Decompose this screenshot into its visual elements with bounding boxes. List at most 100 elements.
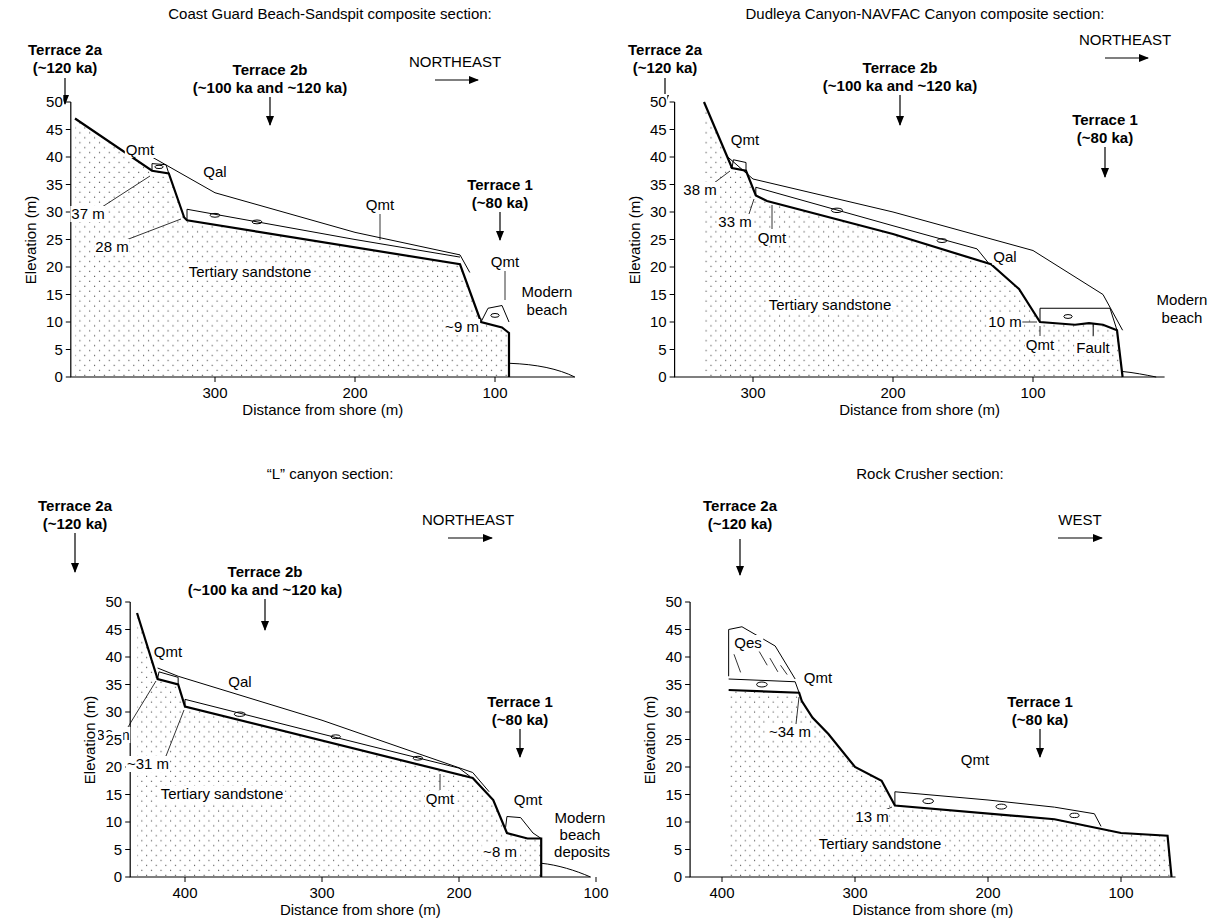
section-label: 5	[657, 342, 667, 358]
section-label: Fault	[1075, 340, 1110, 356]
section-label: 10	[649, 314, 668, 330]
section-label: 40	[649, 149, 668, 165]
section-label: 300	[308, 885, 335, 901]
section-label: “L” canyon section:	[266, 466, 395, 482]
section-label: beach	[1161, 310, 1204, 326]
section-label: Qal	[992, 249, 1017, 265]
axis-tick	[215, 377, 216, 382]
bedrock-profile	[75, 119, 509, 378]
section-label: 20	[664, 759, 683, 775]
section-label: 37 m	[70, 206, 105, 222]
section-label: NORTHEAST	[421, 512, 515, 528]
section-label: (~120 ka)	[632, 60, 699, 76]
axis-tick	[355, 377, 356, 382]
axis-tick	[66, 157, 71, 158]
pointer-arrows	[65, 58, 1148, 757]
axis-ticks	[66, 102, 1121, 882]
pebble	[1070, 813, 1079, 817]
axis-tick	[670, 184, 675, 185]
pebble	[923, 799, 934, 804]
axis-tick	[670, 239, 675, 240]
bedrock-profile	[137, 613, 541, 877]
sandstone	[137, 613, 541, 877]
section-label: Qmt	[960, 752, 990, 768]
section-label: 0	[673, 869, 683, 885]
axis-tick	[1121, 877, 1122, 882]
section-label: 13 m	[854, 809, 889, 825]
qmt-deposit	[895, 792, 1101, 827]
section-label: Coast Guard Beach-Sandspit composite sec…	[167, 6, 493, 22]
section-label: Terrace 1	[1071, 112, 1139, 128]
qmt-deposit	[481, 306, 509, 323]
section-label: 5	[673, 842, 683, 858]
section-label: 45	[45, 122, 64, 138]
axis-tick	[670, 212, 675, 213]
section-label: 35	[45, 177, 64, 193]
section-label: Qmt	[425, 791, 455, 807]
axes	[71, 102, 575, 377]
pebble	[234, 712, 245, 716]
axis-tick	[125, 822, 130, 823]
section-label: 50	[105, 594, 124, 610]
section-label: 15	[105, 787, 124, 803]
axis-tick	[125, 877, 130, 878]
axes	[690, 602, 1175, 877]
axis-tick	[670, 157, 675, 158]
section-label: (~100 ka and ~120 ka)	[192, 80, 348, 96]
section-label: 30	[649, 204, 668, 220]
section-label: (~120 ka)	[32, 60, 99, 76]
bedrock-profile	[729, 690, 1172, 877]
pebble	[1064, 315, 1072, 319]
section-label: 100	[1107, 885, 1134, 901]
section-label: 200	[445, 885, 472, 901]
section-dudleya	[675, 102, 1165, 377]
axis-tick	[685, 849, 690, 850]
section-label: 50	[45, 94, 64, 110]
section-label: (~80 ka)	[1011, 712, 1069, 728]
pebble	[831, 208, 842, 212]
modern-beach	[509, 363, 575, 377]
section-label: 20	[45, 259, 64, 275]
section-label: 25	[664, 732, 683, 748]
modern-beach	[1123, 372, 1157, 378]
section-label: 45	[664, 622, 683, 638]
axis-tick	[855, 877, 856, 882]
section-label: Rock Crusher section:	[855, 466, 1005, 482]
section-label: 10 m	[987, 314, 1022, 330]
section-label: 10	[45, 314, 64, 330]
section-label: 5	[113, 842, 123, 858]
section-label: 100	[481, 385, 508, 401]
sandstone	[75, 119, 509, 378]
section-label: 45	[649, 122, 668, 138]
qmt-deposit	[756, 187, 988, 262]
section-label: Qmt	[730, 132, 760, 148]
section-label: 400	[708, 885, 735, 901]
axis-tick	[685, 657, 690, 658]
section-label: Tertiary sandstone	[160, 786, 285, 802]
pebble	[937, 239, 947, 243]
fault-line	[1093, 324, 1094, 336]
axis-tick	[670, 294, 675, 295]
section-label: 10	[664, 814, 683, 830]
section-label: 25	[45, 232, 64, 248]
axis-tick	[670, 267, 675, 268]
section-label: Qmt	[1025, 337, 1055, 353]
qes-hatch	[734, 652, 787, 675]
axis-tick	[125, 629, 130, 630]
axis-tick	[125, 794, 130, 795]
pebble	[331, 735, 341, 739]
axis-tick	[185, 877, 186, 882]
pebble	[491, 313, 499, 317]
section-label: Modern	[521, 284, 574, 300]
section-label: Distance from shore (m)	[838, 402, 1001, 418]
section-label: Qmt	[365, 197, 395, 213]
section-label: 35	[649, 177, 668, 193]
section-label: Qmt	[125, 142, 155, 158]
section-label: 40	[105, 649, 124, 665]
section-l-canyon	[130, 602, 590, 877]
axis-tick	[66, 267, 71, 268]
axis-tick	[670, 129, 675, 130]
section-label: 28 m	[94, 239, 129, 255]
section-label: (~120 ka)	[707, 516, 774, 532]
section-label: 40	[45, 149, 64, 165]
